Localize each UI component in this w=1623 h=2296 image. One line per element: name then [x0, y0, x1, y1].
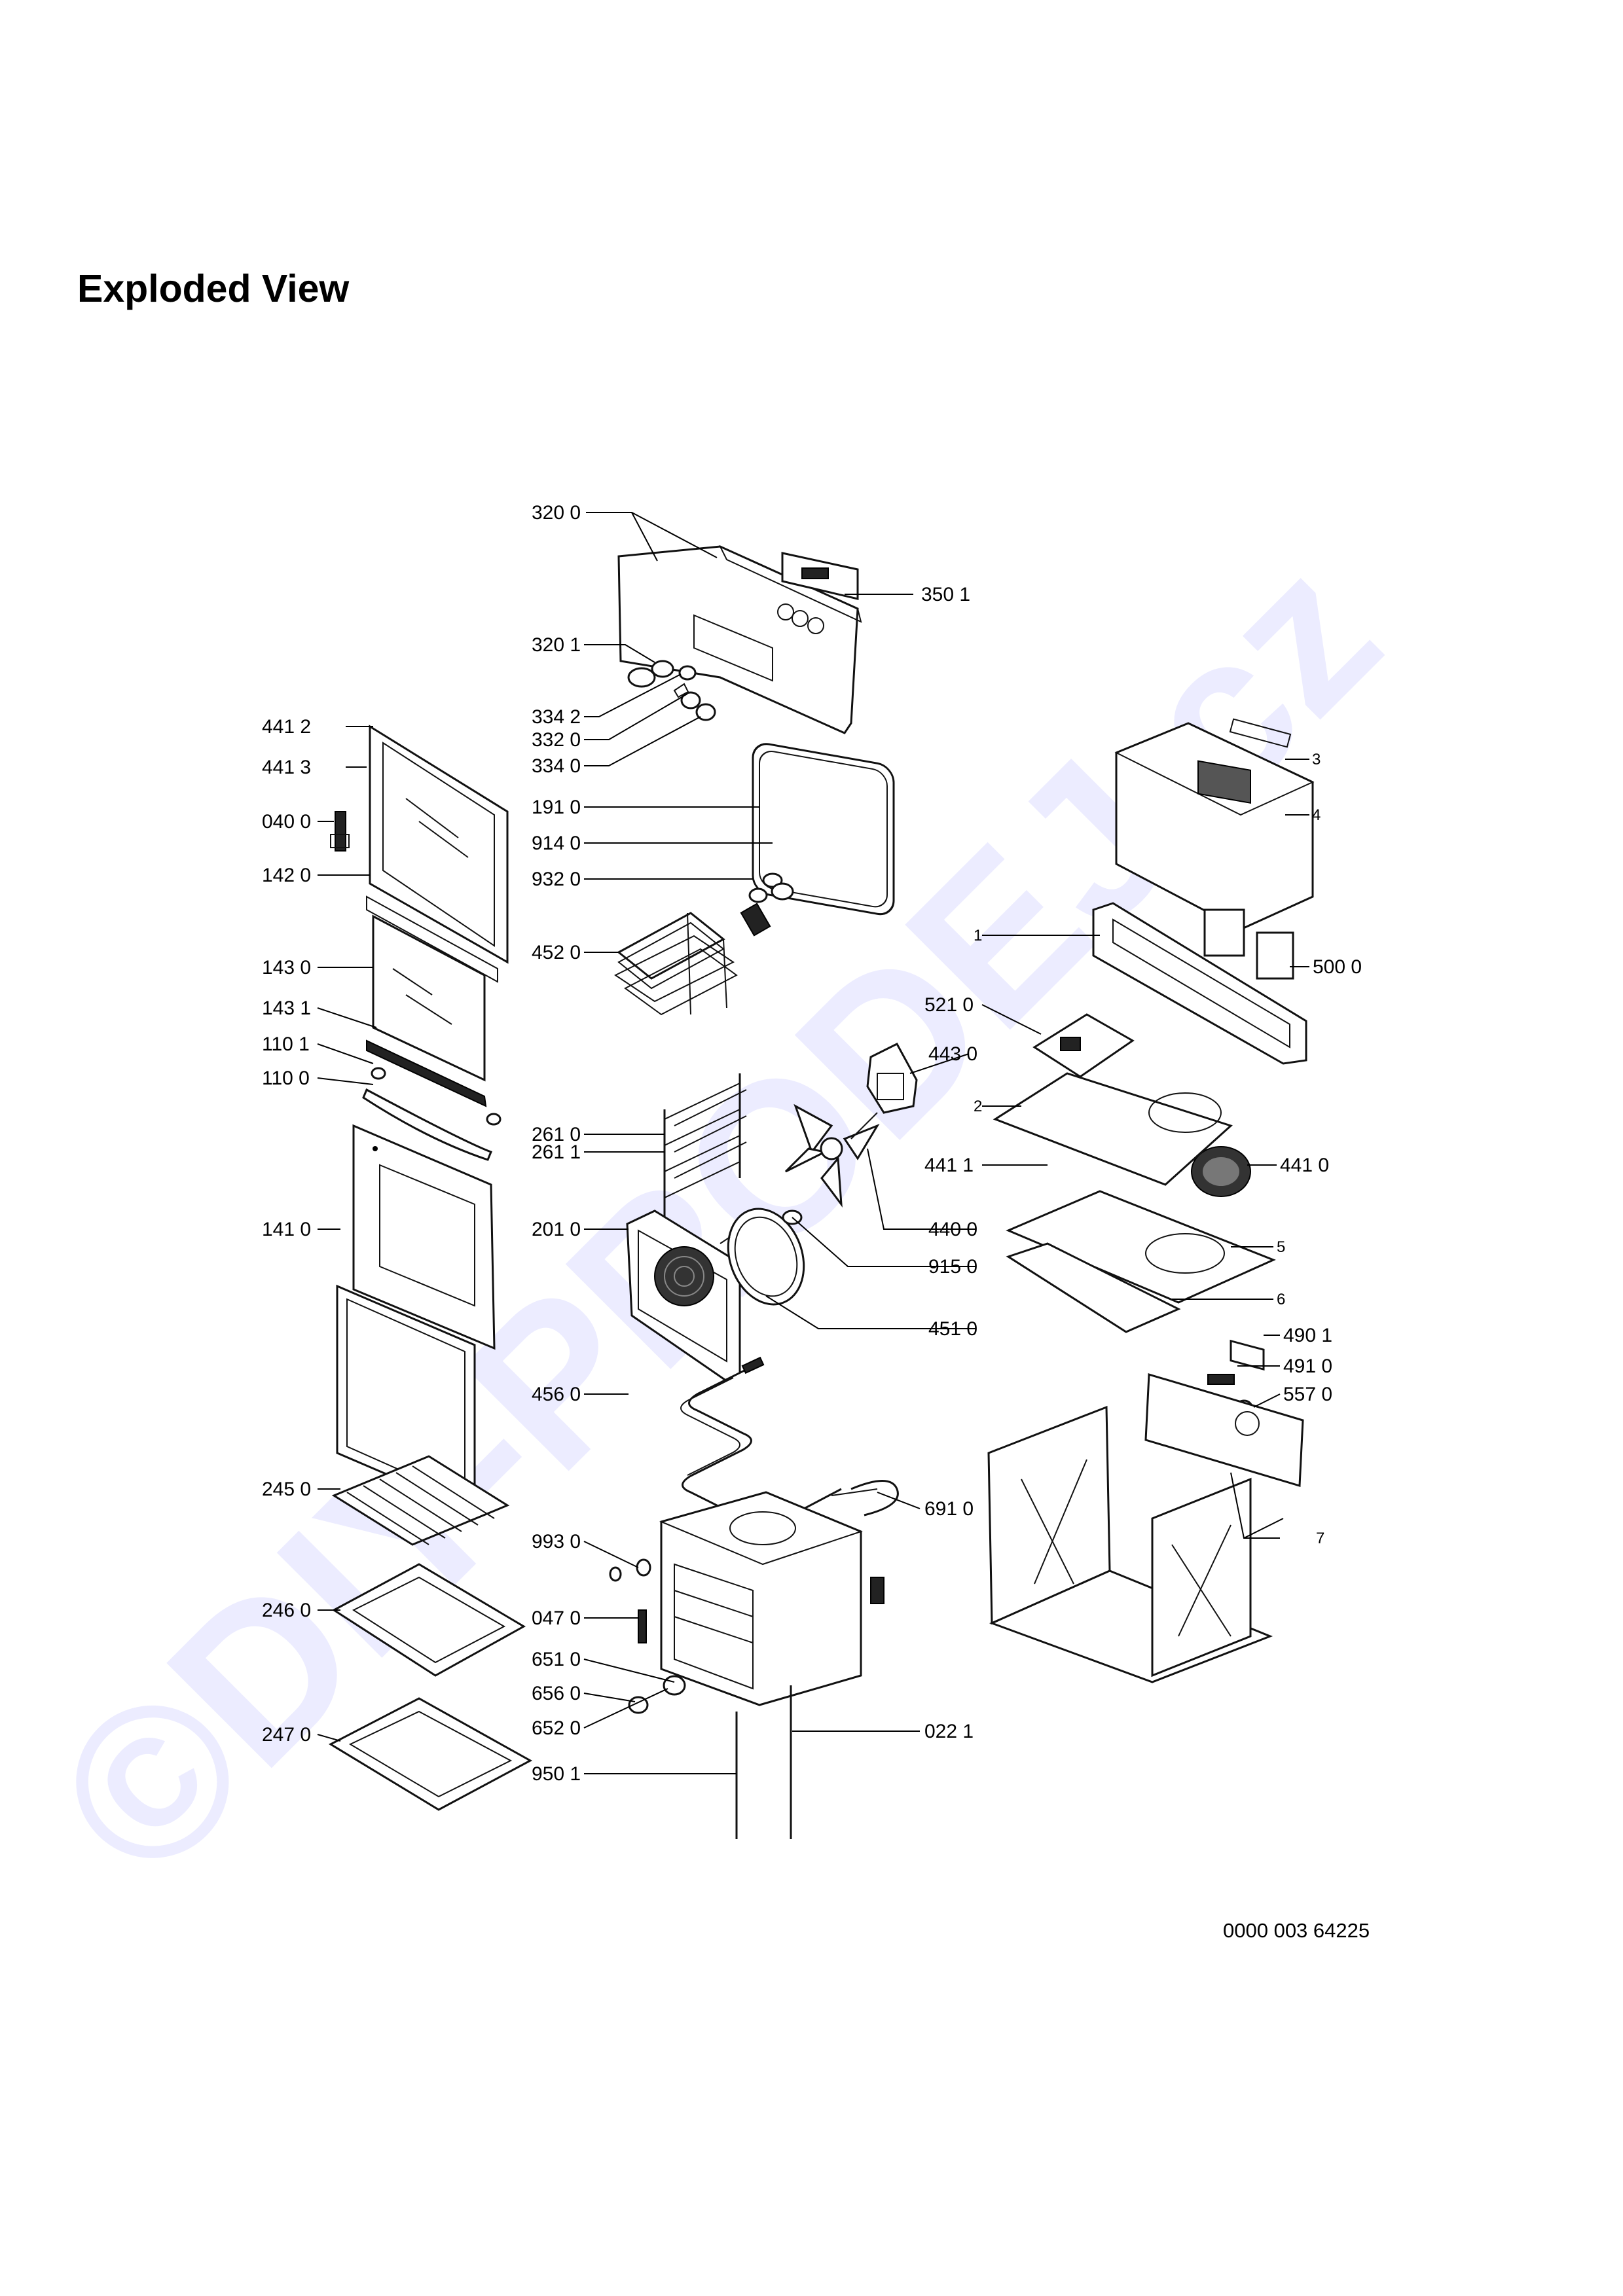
shelf-support	[614, 912, 738, 1016]
callout-5: 5	[1277, 1238, 1285, 1256]
callout-261-1: 261 1	[532, 1141, 581, 1163]
baking-tray	[332, 1563, 526, 1677]
control-panel	[617, 545, 862, 734]
callout-320-1: 320 1	[532, 634, 581, 656]
bottom-plates	[993, 1072, 1276, 1333]
callout-452-0: 452 0	[532, 942, 581, 963]
leader-lines	[317, 512, 1309, 1774]
callout-7: 7	[1316, 1530, 1324, 1547]
callout-261-0: 261 0	[532, 1124, 581, 1145]
callout-440-0: 440 0	[928, 1219, 977, 1240]
callout-443-0: 443 0	[928, 1043, 977, 1065]
callout-334-0: 334 0	[532, 755, 581, 777]
callout-142-0: 142 0	[262, 865, 311, 886]
callout-1: 1	[974, 927, 982, 944]
callout-143-1: 143 1	[262, 997, 311, 1019]
door-glass-inner	[372, 914, 486, 1082]
callout-110-1: 110 1	[262, 1033, 310, 1055]
callout-651-0: 651 0	[532, 1649, 581, 1670]
callout-143-0: 143 0	[262, 957, 311, 978]
fan-blade	[782, 1103, 880, 1225]
callout-521-0: 521 0	[924, 994, 974, 1016]
callout-022-1: 022 1	[924, 1721, 974, 1742]
callout-993-0: 993 0	[532, 1531, 581, 1552]
callout-491-0: 491 0	[1283, 1355, 1332, 1377]
fan-motor	[850, 1043, 918, 1139]
deep-tray	[328, 1697, 533, 1811]
callout-191-0: 191 0	[532, 797, 581, 818]
callout-441-2: 441 2	[262, 716, 311, 738]
callout-500-0: 500 0	[1313, 956, 1362, 978]
door-seal	[362, 1039, 501, 1161]
oven-gasket	[752, 743, 895, 916]
callout-245-0: 245 0	[262, 1479, 311, 1500]
door-outer-glass	[336, 1124, 496, 1514]
callout-047-0: 047 0	[532, 1607, 581, 1629]
page-title: Exploded View	[77, 267, 350, 310]
grill-element	[680, 1356, 842, 1527]
circular-element	[720, 1208, 805, 1306]
callout-932-0: 932 0	[532, 869, 581, 890]
door-rails	[735, 1685, 792, 1839]
callout-332-0: 332 0	[532, 729, 581, 751]
callout-490-1: 490 1	[1283, 1325, 1332, 1346]
callout-441-0: 441 0	[1280, 1155, 1329, 1176]
callout-451-0: 451 0	[928, 1318, 977, 1340]
callout-441-1: 441 1	[924, 1155, 974, 1176]
callout-labels: 320 0 350 1 320 1 334 2 332 0 334 0 441 …	[262, 502, 1362, 1785]
callout-441-3: 441 3	[262, 757, 311, 778]
callout-141-0: 141 0	[262, 1219, 311, 1240]
callout-4: 4	[1312, 806, 1321, 824]
fan-cover	[626, 1210, 741, 1382]
callout-246-0: 246 0	[262, 1600, 311, 1621]
callout-334-2: 334 2	[532, 706, 581, 728]
cooling-fan	[1191, 1146, 1251, 1197]
callout-950-1: 950 1	[532, 1763, 581, 1785]
callout-247-0: 247 0	[262, 1724, 311, 1746]
outer-casing	[987, 1373, 1304, 1683]
electronic-board	[1032, 908, 1294, 1078]
oven-cavity	[659, 1491, 884, 1706]
callout-557-0: 557 0	[1283, 1384, 1332, 1405]
callout-656-0: 656 0	[532, 1683, 581, 1704]
callout-652-0: 652 0	[532, 1717, 581, 1739]
callout-691-0: 691 0	[924, 1498, 974, 1520]
callout-320-0: 320 0	[532, 502, 581, 524]
callout-3: 3	[1312, 751, 1321, 768]
callout-350-1: 350 1	[921, 584, 970, 605]
document-code: 0000 003 64225	[1223, 1919, 1370, 1942]
callout-915-0: 915 0	[928, 1256, 977, 1278]
callout-456-0: 456 0	[532, 1384, 581, 1405]
control-knobs	[627, 660, 716, 721]
control-housing	[1092, 902, 1307, 1065]
callout-040-0: 040 0	[262, 811, 311, 833]
door-frame-outer	[366, 725, 509, 983]
callout-6: 6	[1277, 1291, 1285, 1308]
hinge	[330, 811, 350, 852]
callout-2: 2	[974, 1098, 982, 1115]
lamp-holder	[740, 872, 794, 937]
callout-201-0: 201 0	[532, 1219, 581, 1240]
callout-110-0: 110 0	[262, 1067, 310, 1089]
oven-light	[831, 1480, 899, 1516]
side-rails	[663, 1073, 747, 1217]
top-cover	[1114, 718, 1315, 931]
callout-914-0: 914 0	[532, 833, 581, 854]
wire-rack	[331, 1455, 510, 1546]
